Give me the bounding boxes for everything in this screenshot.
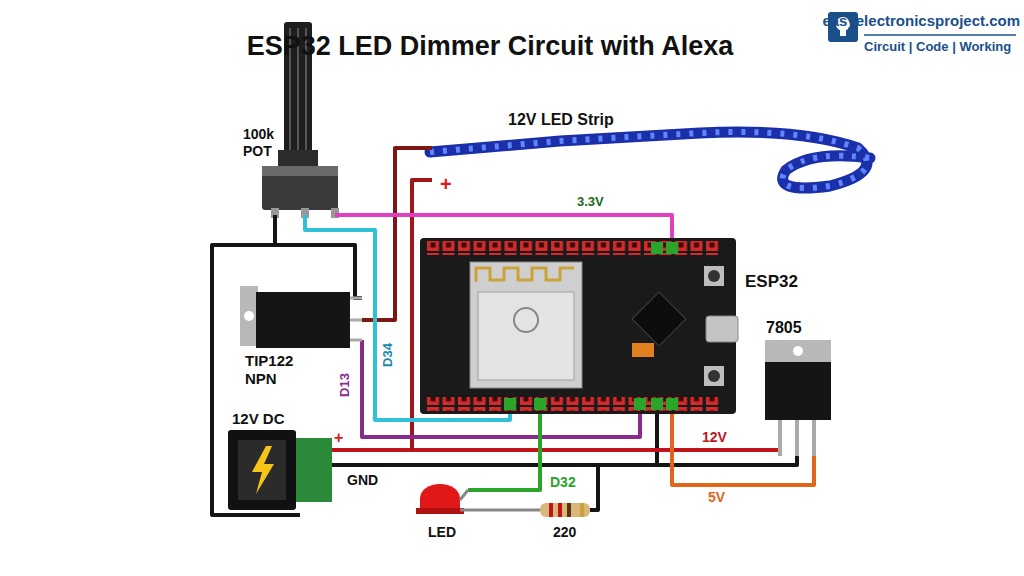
part-name: 12V DC [232,410,285,428]
led-strip-symbol [430,132,870,188]
part-name: 220 [553,524,576,541]
led-symbol [416,484,540,514]
pin-name: D32 [548,474,578,491]
diagram-title: ESP32 LED Dimmer Circuit with Alexa [130,30,850,62]
site-tagline: Circuit | Code | Working [864,39,1011,55]
part-name: 12V LED Strip [508,110,614,129]
transistor-symbol [240,286,362,348]
dc-jack-symbol [228,430,332,510]
resistor-symbol [540,503,590,517]
part-name: TIP122 NPN [245,352,293,388]
pin-name: D13 [337,373,353,397]
polarity-mark: + [440,172,452,196]
signal-name: 12V [700,429,729,446]
part-name: LED [428,524,456,541]
part-name: ESP32 [745,272,798,292]
regulator-symbol [765,340,831,456]
polarity-mark: + [334,428,343,447]
signal-name: 5V [706,489,727,506]
pin-name: D34 [380,343,396,367]
part-name: 7805 [766,318,802,337]
wires [212,148,814,515]
signal-name: GND [345,472,380,489]
signal-name: 3.3V [575,194,606,210]
part-name: 100k POT [243,126,274,160]
esp32-board [420,238,738,414]
site-name: easyelectronicsproject.com [822,12,1020,30]
